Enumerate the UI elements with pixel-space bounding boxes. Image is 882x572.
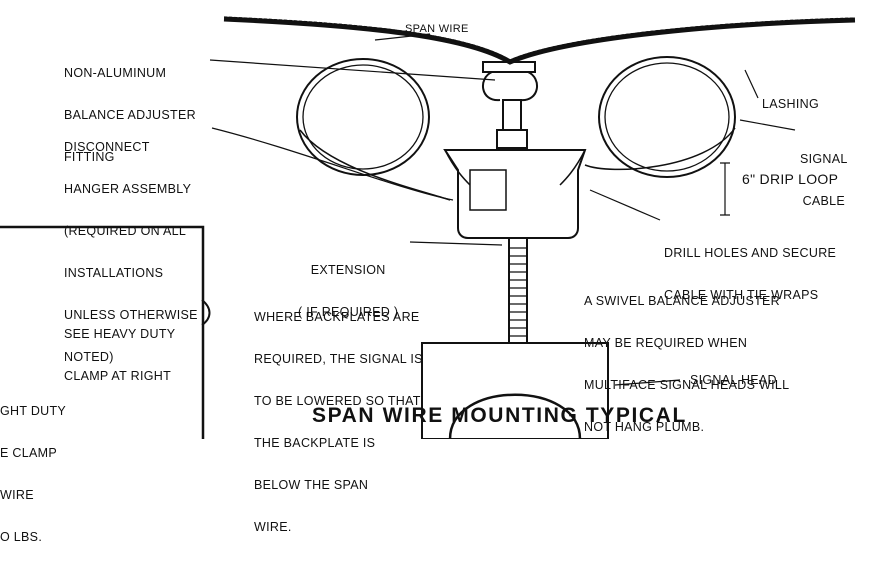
side-box <box>0 225 205 439</box>
signal-head <box>421 342 609 439</box>
drip-loop-label: 6" DRIP LOOP <box>742 171 839 187</box>
light-duty-note: GHT DUTY E CLAMP WIRE O LBS. <box>0 404 67 544</box>
diagram-canvas: SPAN WIRE NON-ALUMINUM BALANCE ADJUSTER … <box>0 16 856 544</box>
span-wire-line <box>223 16 856 65</box>
drill-holes-label: DRILL HOLES AND SECURE CABLE WITH TIE WR… <box>664 246 837 302</box>
signal-cable-label: SIGNAL CABLE <box>800 152 848 208</box>
signal-housing <box>443 149 587 239</box>
extension-pipe <box>508 237 528 344</box>
diagram-drawing <box>0 16 856 439</box>
span-wire-label: SPAN WIRE <box>405 23 469 35</box>
diagram-title: SPAN WIRE MOUNTING TYPICAL <box>312 404 687 427</box>
balance-adjuster-fitting <box>482 61 536 73</box>
heavy-duty-note: SEE HEAVY DUTY CLAMP AT RIGHT <box>64 327 176 383</box>
swivel-note: A SWIVEL BALANCE ADJUSTER MAY BE REQUIRE… <box>584 294 790 434</box>
signal-head-label: SIGNAL HEAD <box>690 373 777 387</box>
hanger-assembly <box>502 99 522 131</box>
right-cable-loop <box>598 56 736 178</box>
hanger-assembly-label: DISCONNECT HANGER ASSEMBLY (REQUIRED ON … <box>64 140 198 364</box>
balance-adjuster-label: NON-ALUMINUM BALANCE ADJUSTER FITTING <box>64 66 196 164</box>
left-cable-loop <box>296 58 430 176</box>
lashing-label: LASHING <box>762 97 819 111</box>
extension-label: EXTENSION ( IF REQUIRED ) <box>298 263 399 319</box>
